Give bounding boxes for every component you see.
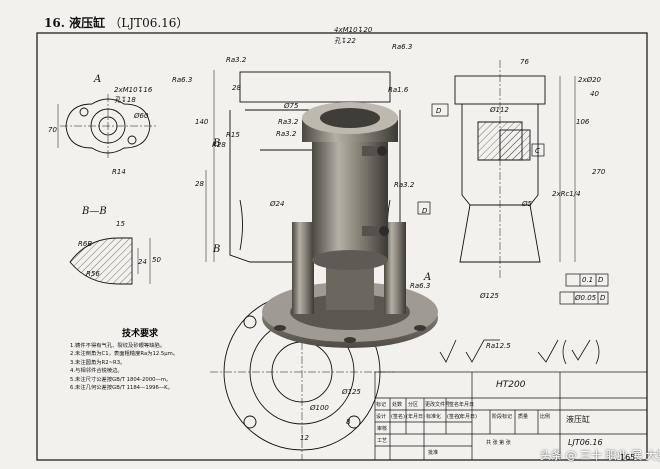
cylinder-3d-render	[262, 102, 438, 348]
material-label: HT200	[496, 380, 526, 390]
view-a	[57, 94, 156, 160]
tb-cell: 设计	[376, 414, 387, 420]
dim-label: 106	[576, 118, 590, 126]
tb-cell: (签名)	[447, 414, 461, 420]
dim-label: R56	[86, 270, 100, 278]
dim-label: Ra3.2	[276, 130, 297, 138]
dim-label: 2xM10↧16	[114, 86, 153, 94]
dim-label: Ø24	[270, 200, 285, 208]
tb-cell: (签名)	[391, 414, 405, 420]
view-label-a2: A	[424, 272, 432, 283]
dim-label: 0.1	[582, 276, 594, 284]
tb-process: 工艺	[377, 438, 388, 444]
dim-label: 270	[592, 168, 606, 176]
dim-label: 50	[152, 256, 161, 264]
tech-heading: 技术要求	[121, 329, 158, 339]
tech-item: 1.铸件不得有气孔、裂纹及砂眼等缺陷。	[70, 343, 166, 349]
title-block-lines	[374, 371, 648, 461]
section-bb	[69, 237, 151, 285]
dim-label: 12	[300, 434, 309, 442]
dim-label: 28	[195, 180, 204, 188]
page-number: 165	[620, 453, 636, 462]
tb-sheets: 共 张 第 张	[486, 440, 511, 446]
tb-cell: 处数	[392, 402, 403, 408]
tech-item: 5.未注尺寸公差按GB/T 1804-2000—m。	[70, 376, 172, 383]
dim-label: Ø60	[134, 112, 149, 120]
dim-label: 40	[590, 90, 599, 98]
dim-label: 140	[195, 118, 209, 126]
dim-label: 76	[520, 58, 529, 66]
tb-cell: 标准化	[426, 414, 442, 420]
tb-cell: (年月日)	[406, 414, 425, 420]
dim-label: 孔↧22	[334, 37, 356, 45]
dim-label: Ra6.3	[410, 282, 431, 290]
dim-label: C	[535, 147, 540, 155]
technical-requirements: 技术要求 1.铸件不得有气孔、裂纹及砂眼等缺陷。 2.未注倒角为C1，表面粗糙度…	[70, 326, 210, 392]
roughness-symbols	[439, 339, 600, 365]
dim-label: R6B	[78, 240, 93, 248]
dim-label: 4xM10↧20	[334, 26, 373, 34]
tech-item: 6.未注几何公差按GB/T 1184—1996—K。	[70, 385, 173, 392]
tb-cell: 标记	[376, 402, 387, 408]
dim-label: 28	[232, 84, 241, 92]
tb-cell: 年月日	[459, 402, 475, 408]
dim-label: Ø0.05	[575, 294, 597, 302]
view-label-a: A	[94, 74, 102, 85]
dim-label: 2xØ20	[578, 76, 602, 84]
dim-label: D	[436, 107, 442, 115]
dim-label: 15	[116, 220, 125, 228]
dim-label: Ø125	[342, 388, 361, 396]
dim-label: D	[422, 207, 428, 215]
drawing-title: 16. 液压缸 （LJT06.16）	[44, 16, 189, 30]
dim-label: Ø125	[480, 292, 499, 300]
dim-label: 8	[346, 418, 351, 426]
tb-cell: 分区	[408, 402, 419, 408]
dim-label: Ra6.3	[172, 76, 193, 84]
part-name-label: 液压缸	[566, 415, 590, 424]
tech-item: 2.未注倒角为C1，表面粗糙度Ra为12.5μm。	[70, 351, 179, 358]
view-label-b1: B	[213, 138, 221, 149]
tb-review: 审核	[377, 426, 388, 432]
sheet-border	[36, 32, 648, 461]
dim-label: D	[600, 294, 606, 302]
dim-label: Ra3.2	[226, 56, 247, 64]
dim-label: Ra3.2	[394, 181, 415, 189]
drawing-number-label: LJT06.16	[568, 438, 603, 447]
dim-label: R28	[212, 141, 226, 149]
dim-label: 孔↧18	[114, 96, 136, 104]
dim-label: Ø112	[490, 106, 509, 114]
tolerance-frames	[417, 103, 609, 305]
watermark: 头条 @ 三十 职业 展 大营	[540, 449, 660, 462]
tb-scale: 比例	[540, 414, 551, 420]
tb-cell: 签名	[449, 402, 460, 408]
dim-label: 2xRc1/4	[552, 190, 581, 198]
dim-label: 70	[48, 126, 57, 134]
side-view	[454, 60, 576, 280]
dim-label: R15	[226, 131, 240, 139]
view-label-b2: B	[213, 244, 221, 255]
dim-label: Ø100	[310, 404, 329, 412]
tech-item: 3.未注圆角为R2~R3。	[70, 359, 126, 366]
tb-approve: 批准	[428, 450, 439, 456]
tb-cell: 更改文件号	[425, 402, 451, 408]
dim-label: D	[598, 276, 604, 284]
dim-label: R14	[112, 168, 126, 176]
dim-label: Ra12.5	[486, 342, 511, 350]
tech-item: 4.与相邻件合锐棱边。	[70, 368, 123, 375]
dim-label: 24	[138, 258, 147, 266]
dim-label: Ra1.6	[388, 86, 409, 94]
tb-stage: 阶段标记	[492, 414, 513, 420]
dim-label: Ra3.2	[278, 118, 299, 126]
dim-label: Ø5	[522, 200, 532, 208]
dim-label: Ø75	[284, 102, 299, 110]
dim-label: Ra6.3	[392, 43, 413, 51]
tb-weight: 质量	[518, 414, 529, 420]
view-label-bb: B—B	[82, 206, 107, 217]
tb-cell: (年月日)	[458, 414, 477, 420]
